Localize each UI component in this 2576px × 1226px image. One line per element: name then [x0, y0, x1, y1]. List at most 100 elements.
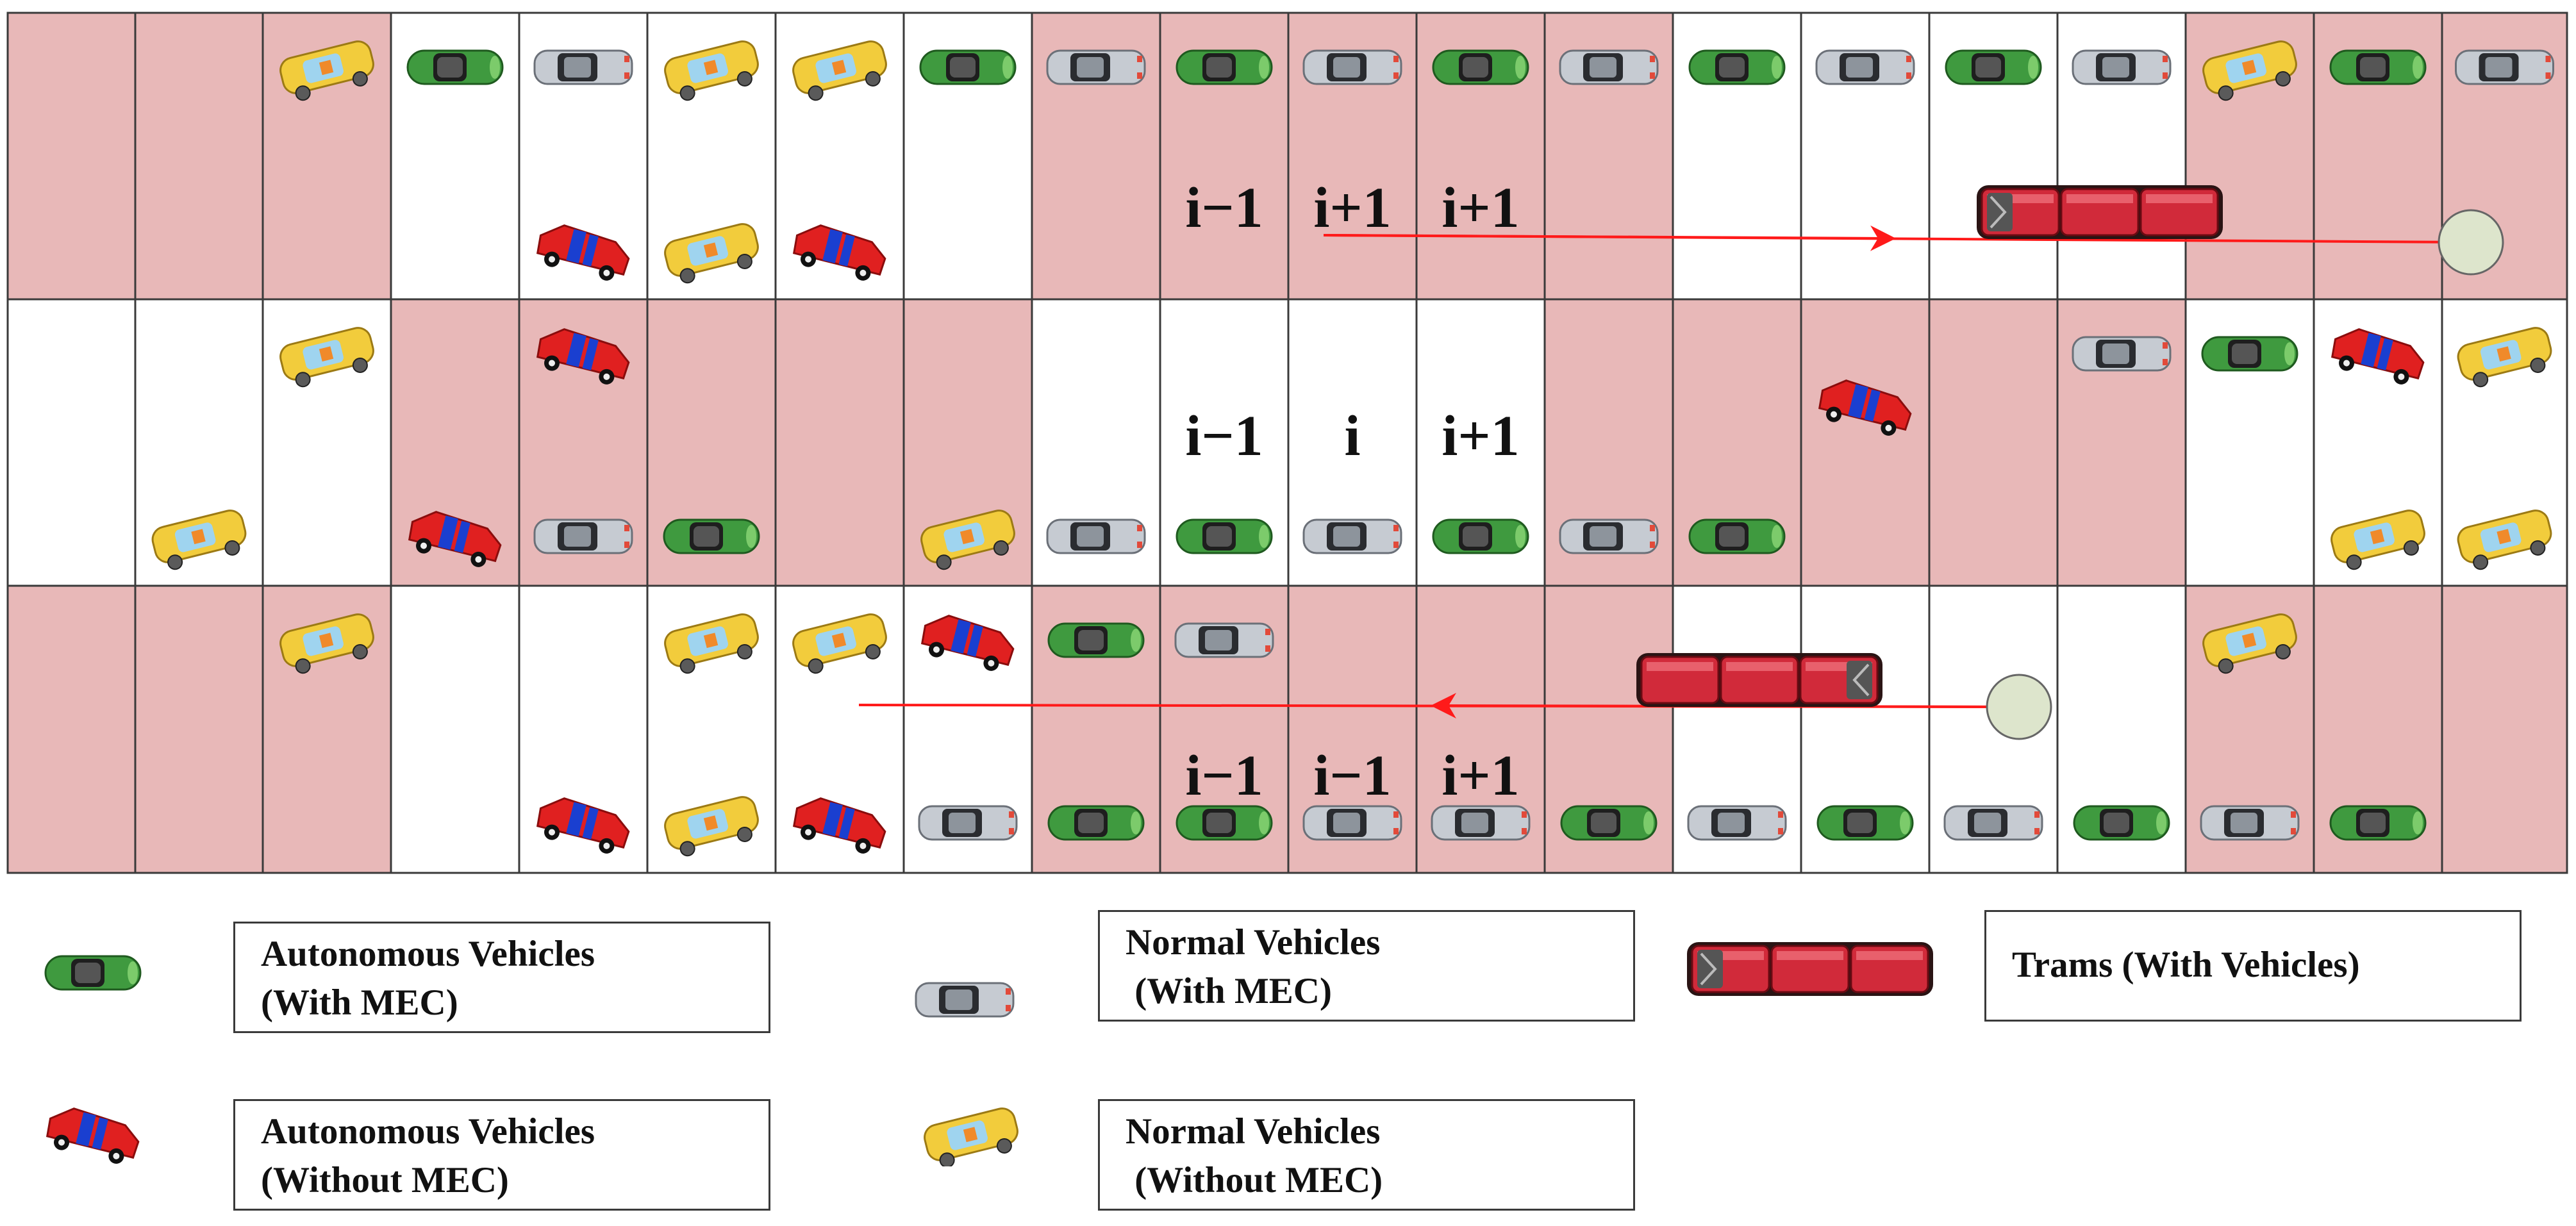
legend-label-line1: Normal Vehicles	[1126, 1111, 1381, 1152]
autonomous-vehicle-no-mec-icon	[408, 511, 502, 567]
cell-index-label: i+1	[1442, 744, 1519, 808]
autonomous-vehicle-mec-icon	[663, 518, 760, 554]
normal-vehicle-no-mec-icon	[2457, 327, 2552, 388]
grid-cell	[6, 584, 137, 874]
tram-legend-icon	[1682, 937, 1938, 1004]
autonomous-vehicle-mec-icon	[1176, 518, 1273, 554]
cell-index-label: i+1	[1442, 404, 1519, 468]
autonomous-vehicle-mec-icon	[2329, 805, 2427, 841]
legend-label-line1: Autonomous Vehicles	[261, 934, 595, 974]
autonomous-vehicle-mec-icon	[1432, 49, 1529, 85]
normal-vehicle-mec-icon	[918, 805, 1018, 841]
autonomous-without-mec-legend-icon	[35, 1101, 151, 1168]
normal-vehicle-no-mec-icon	[664, 223, 759, 284]
autonomous-vehicle-mec-icon	[1432, 518, 1529, 554]
cell-index-label: i−1	[1185, 744, 1263, 808]
tram-icon	[1687, 942, 1933, 996]
normal-vehicle-no-mec-icon	[151, 509, 247, 570]
autonomous-vehicle-no-mec-icon	[46, 1107, 140, 1164]
cell-index-label: i−1	[1313, 744, 1391, 808]
autonomous-vehicle-no-mec-icon	[792, 797, 886, 854]
autonomous-vehicle-mec-icon	[2329, 49, 2427, 85]
normal-vehicle-mec-icon	[2072, 49, 2172, 85]
normal-vehicle-no-mec-icon	[792, 40, 887, 101]
normal-vehicle-mec-icon	[1559, 49, 1659, 85]
autonomous-vehicle-no-mec-icon	[792, 224, 886, 281]
cell-index-label: i−1	[1185, 404, 1263, 468]
legend-trams: Trams (With Vehicles)	[1984, 910, 2522, 1022]
legend-label-line1: Normal Vehicles	[1126, 922, 1381, 963]
normal-vehicle-mec-icon	[1046, 518, 1146, 554]
normal-vehicle-mec-icon	[915, 982, 1015, 1018]
legend-label-line1: Trams (With Vehicles)	[2012, 945, 2360, 985]
normal-vehicle-mec-icon	[2072, 336, 2172, 372]
autonomous-vehicle-no-mec-icon	[536, 224, 630, 281]
normal-vehicle-no-mec-icon	[279, 40, 374, 101]
grid-cell	[2441, 584, 2568, 874]
normal-vehicle-mec-icon	[1046, 49, 1146, 85]
normal-vehicle-no-mec-icon	[924, 1107, 1018, 1168]
grid-cell	[6, 12, 137, 301]
autonomous-vehicle-mec-icon	[1176, 805, 1273, 841]
normal-vehicle-mec-icon	[2200, 805, 2300, 841]
normal-vehicle-mec-icon	[1687, 805, 1787, 841]
autonomous-vehicle-mec-icon	[1688, 518, 1786, 554]
legend-label-line2: (Without MEC)	[261, 1160, 509, 1200]
tram-icon	[1636, 653, 1882, 707]
autonomous-vehicle-mec-icon	[44, 955, 142, 991]
normal-vehicle-no-mec-icon	[2457, 509, 2552, 570]
legend-label-line2: (With MEC)	[1126, 971, 1332, 1011]
route-arrow	[1323, 225, 1896, 251]
autonomous-vehicle-no-mec-icon	[536, 797, 630, 854]
normal-vehicle-no-mec-icon	[2202, 613, 2297, 674]
grid-cell	[134, 12, 264, 301]
grid-cell	[390, 584, 520, 874]
legend-normal-with-mec: Normal Vehicles (With MEC)	[1098, 910, 1635, 1022]
legend-label-line2: (Without MEC)	[1126, 1160, 1383, 1200]
autonomous-vehicle-no-mec-icon	[1818, 379, 1912, 436]
autonomous-vehicle-mec-icon	[1560, 805, 1658, 841]
autonomous-vehicle-mec-icon	[919, 49, 1017, 85]
autonomous-vehicle-mec-icon	[1945, 49, 2042, 85]
normal-without-mec-legend-icon	[913, 1102, 1029, 1170]
legend-autonomous-with-mec: Autonomous Vehicles (With MEC)	[233, 922, 770, 1033]
normal-vehicle-mec-icon	[1302, 518, 1402, 554]
normal-vehicle-no-mec-icon	[2202, 40, 2297, 101]
legend-normal-without-mec: Normal Vehicles (Without MEC)	[1098, 1099, 1635, 1211]
normal-vehicle-no-mec-icon	[664, 40, 759, 101]
autonomous-vehicle-mec-icon	[2073, 805, 2170, 841]
autonomous-with-mec-legend-icon	[35, 941, 151, 1008]
normal-vehicle-mec-icon	[2455, 49, 2554, 85]
autonomous-vehicle-mec-icon	[2201, 336, 2298, 372]
cell-index-label: i	[1344, 404, 1360, 468]
normal-vehicle-mec-icon	[533, 49, 633, 85]
legend-label-line1: Autonomous Vehicles	[261, 1111, 595, 1152]
normal-vehicle-no-mec-icon	[664, 796, 759, 857]
autonomous-vehicle-mec-icon	[406, 49, 504, 85]
normal-vehicle-no-mec-icon	[664, 613, 759, 674]
normal-vehicle-mec-icon	[1559, 518, 1659, 554]
normal-vehicle-no-mec-icon	[2331, 509, 2425, 570]
autonomous-vehicle-mec-icon	[1047, 622, 1145, 658]
autonomous-vehicle-no-mec-icon	[2331, 328, 2425, 385]
normal-vehicle-mec-icon	[1815, 49, 1915, 85]
grid-cell	[1800, 298, 1931, 587]
cell-index-label: i+1	[1442, 176, 1519, 240]
autonomous-vehicle-no-mec-icon	[536, 328, 630, 385]
station-icon	[2438, 209, 2504, 276]
normal-vehicle-mec-icon	[533, 518, 633, 554]
cell-index-label: i+1	[1313, 176, 1391, 240]
station-icon	[1986, 674, 2052, 740]
grid-cell	[774, 298, 905, 587]
grid-cell	[6, 298, 137, 587]
normal-vehicle-no-mec-icon	[792, 613, 887, 674]
legend-label-line2: (With MEC)	[261, 982, 458, 1023]
autonomous-vehicle-mec-icon	[1176, 49, 1273, 85]
normal-vehicle-no-mec-icon	[920, 509, 1015, 570]
normal-vehicle-mec-icon	[1174, 622, 1274, 658]
legend-autonomous-without-mec: Autonomous Vehicles (Without MEC)	[233, 1099, 770, 1211]
normal-with-mec-legend-icon	[907, 968, 1022, 1035]
grid-cell	[1928, 298, 2059, 587]
autonomous-vehicle-no-mec-icon	[920, 615, 1015, 671]
